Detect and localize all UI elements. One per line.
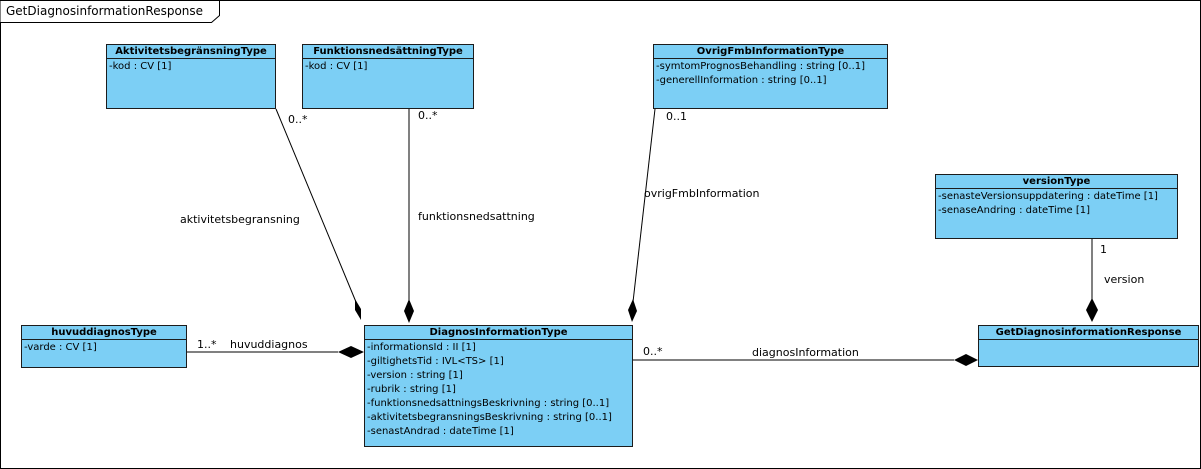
class-name: huvuddiagnosType	[22, 326, 186, 340]
multiplicity-aktivitetsbegransning: 0..*	[288, 113, 308, 126]
class-name: DiagnosInformationType	[365, 326, 632, 340]
composition-diamond-huvuddiagnos	[338, 346, 364, 358]
class-attribute: -rubrik : string [1]	[367, 384, 456, 395]
class-attribute: -symtomPrognosBehandling : string [0..1]	[656, 61, 866, 72]
multiplicity-version: 1	[1100, 243, 1107, 256]
class-diagnosinformationtype[interactable]: DiagnosInformationType -informationsId :…	[364, 325, 633, 447]
class-name: FunktionsnedsättningType	[303, 45, 473, 59]
composition-diamond-ovrigFmbInformation	[628, 299, 637, 322]
class-attribute: -senastAndrad : dateTime [1]	[367, 426, 514, 437]
frame-title: GetDiagnosinformationResponse	[6, 4, 204, 18]
class-attribute: -funktionsnedsattningsBeskrivning : stri…	[367, 398, 610, 409]
class-attribute: -kod : CV [1]	[109, 61, 172, 72]
multiplicity-huvuddiagnos: 1..*	[197, 338, 217, 351]
role-label-funktionsnedsattning: funktionsnedsattning	[418, 210, 535, 223]
class-attribute: -senasteVersionsuppdatering : dateTime […	[938, 191, 1158, 202]
class-name: OvrigFmbInformationType	[654, 45, 887, 59]
role-label-ovrigFmbInformation: ovrigFmbInformation	[644, 187, 760, 200]
class-attribute: -kod : CV [1]	[305, 61, 368, 72]
class-huvuddiagnostype[interactable]: huvuddiagnosType -varde : CV [1]	[21, 325, 187, 368]
frame-title-tab	[0, 0, 220, 23]
assoc-line-ovrigFmbInformation	[632, 108, 656, 303]
class-attribute: -varde : CV [1]	[24, 342, 97, 353]
class-attribute: -informationsId : II [1]	[367, 342, 476, 353]
class-attribute: -senaseAndring : dateTime [1]	[938, 205, 1090, 216]
class-attribute: -version : string [1]	[367, 370, 463, 381]
composition-diamond-version	[1086, 298, 1098, 322]
composition-diamond-diagnosInformation	[954, 354, 978, 366]
class-aktivitetsbegransningtype[interactable]: AktivitetsbegränsningType -kod : CV [1]	[106, 44, 276, 109]
multiplicity-funktionsnedsattning: 0..*	[418, 109, 438, 122]
role-label-huvuddiagnos: huvuddiagnos	[230, 338, 308, 351]
role-label-diagnosInformation: diagnosInformation	[752, 346, 859, 359]
role-label-version: version	[1104, 273, 1145, 286]
class-ovrigfmbinformationtype[interactable]: OvrigFmbInformationType -symtomPrognosBe…	[653, 44, 888, 109]
composition-diamond-aktivitetsbegransning	[355, 299, 361, 320]
class-attribute: -aktivitetsbegransningsBeskrivning : str…	[367, 412, 612, 423]
class-getdiagnosinformationresponse[interactable]: GetDiagnosinformationResponse	[978, 325, 1199, 367]
class-funktionsnedsattningtype[interactable]: FunktionsnedsättningType -kod : CV [1]	[302, 44, 474, 109]
class-attribute: -giltighetsTid : IVL<TS> [1]	[367, 356, 504, 367]
multiplicity-ovrigFmbInformation: 0..1	[666, 110, 687, 123]
role-label-aktivitetsbegransning: aktivitetsbegransning	[180, 213, 300, 226]
class-name: GetDiagnosinformationResponse	[979, 326, 1198, 340]
class-attribute: -generellInformation : string [0..1]	[656, 75, 827, 86]
multiplicity-diagnosInformation: 0..*	[643, 345, 663, 358]
assoc-line-aktivitetsbegransning	[275, 108, 357, 303]
class-name: versionType	[936, 175, 1177, 189]
class-versiontype[interactable]: versionType -senasteVersionsuppdatering …	[935, 174, 1178, 239]
class-name: AktivitetsbegränsningType	[107, 45, 275, 59]
composition-diamond-funktionsnedsattning	[404, 299, 414, 323]
